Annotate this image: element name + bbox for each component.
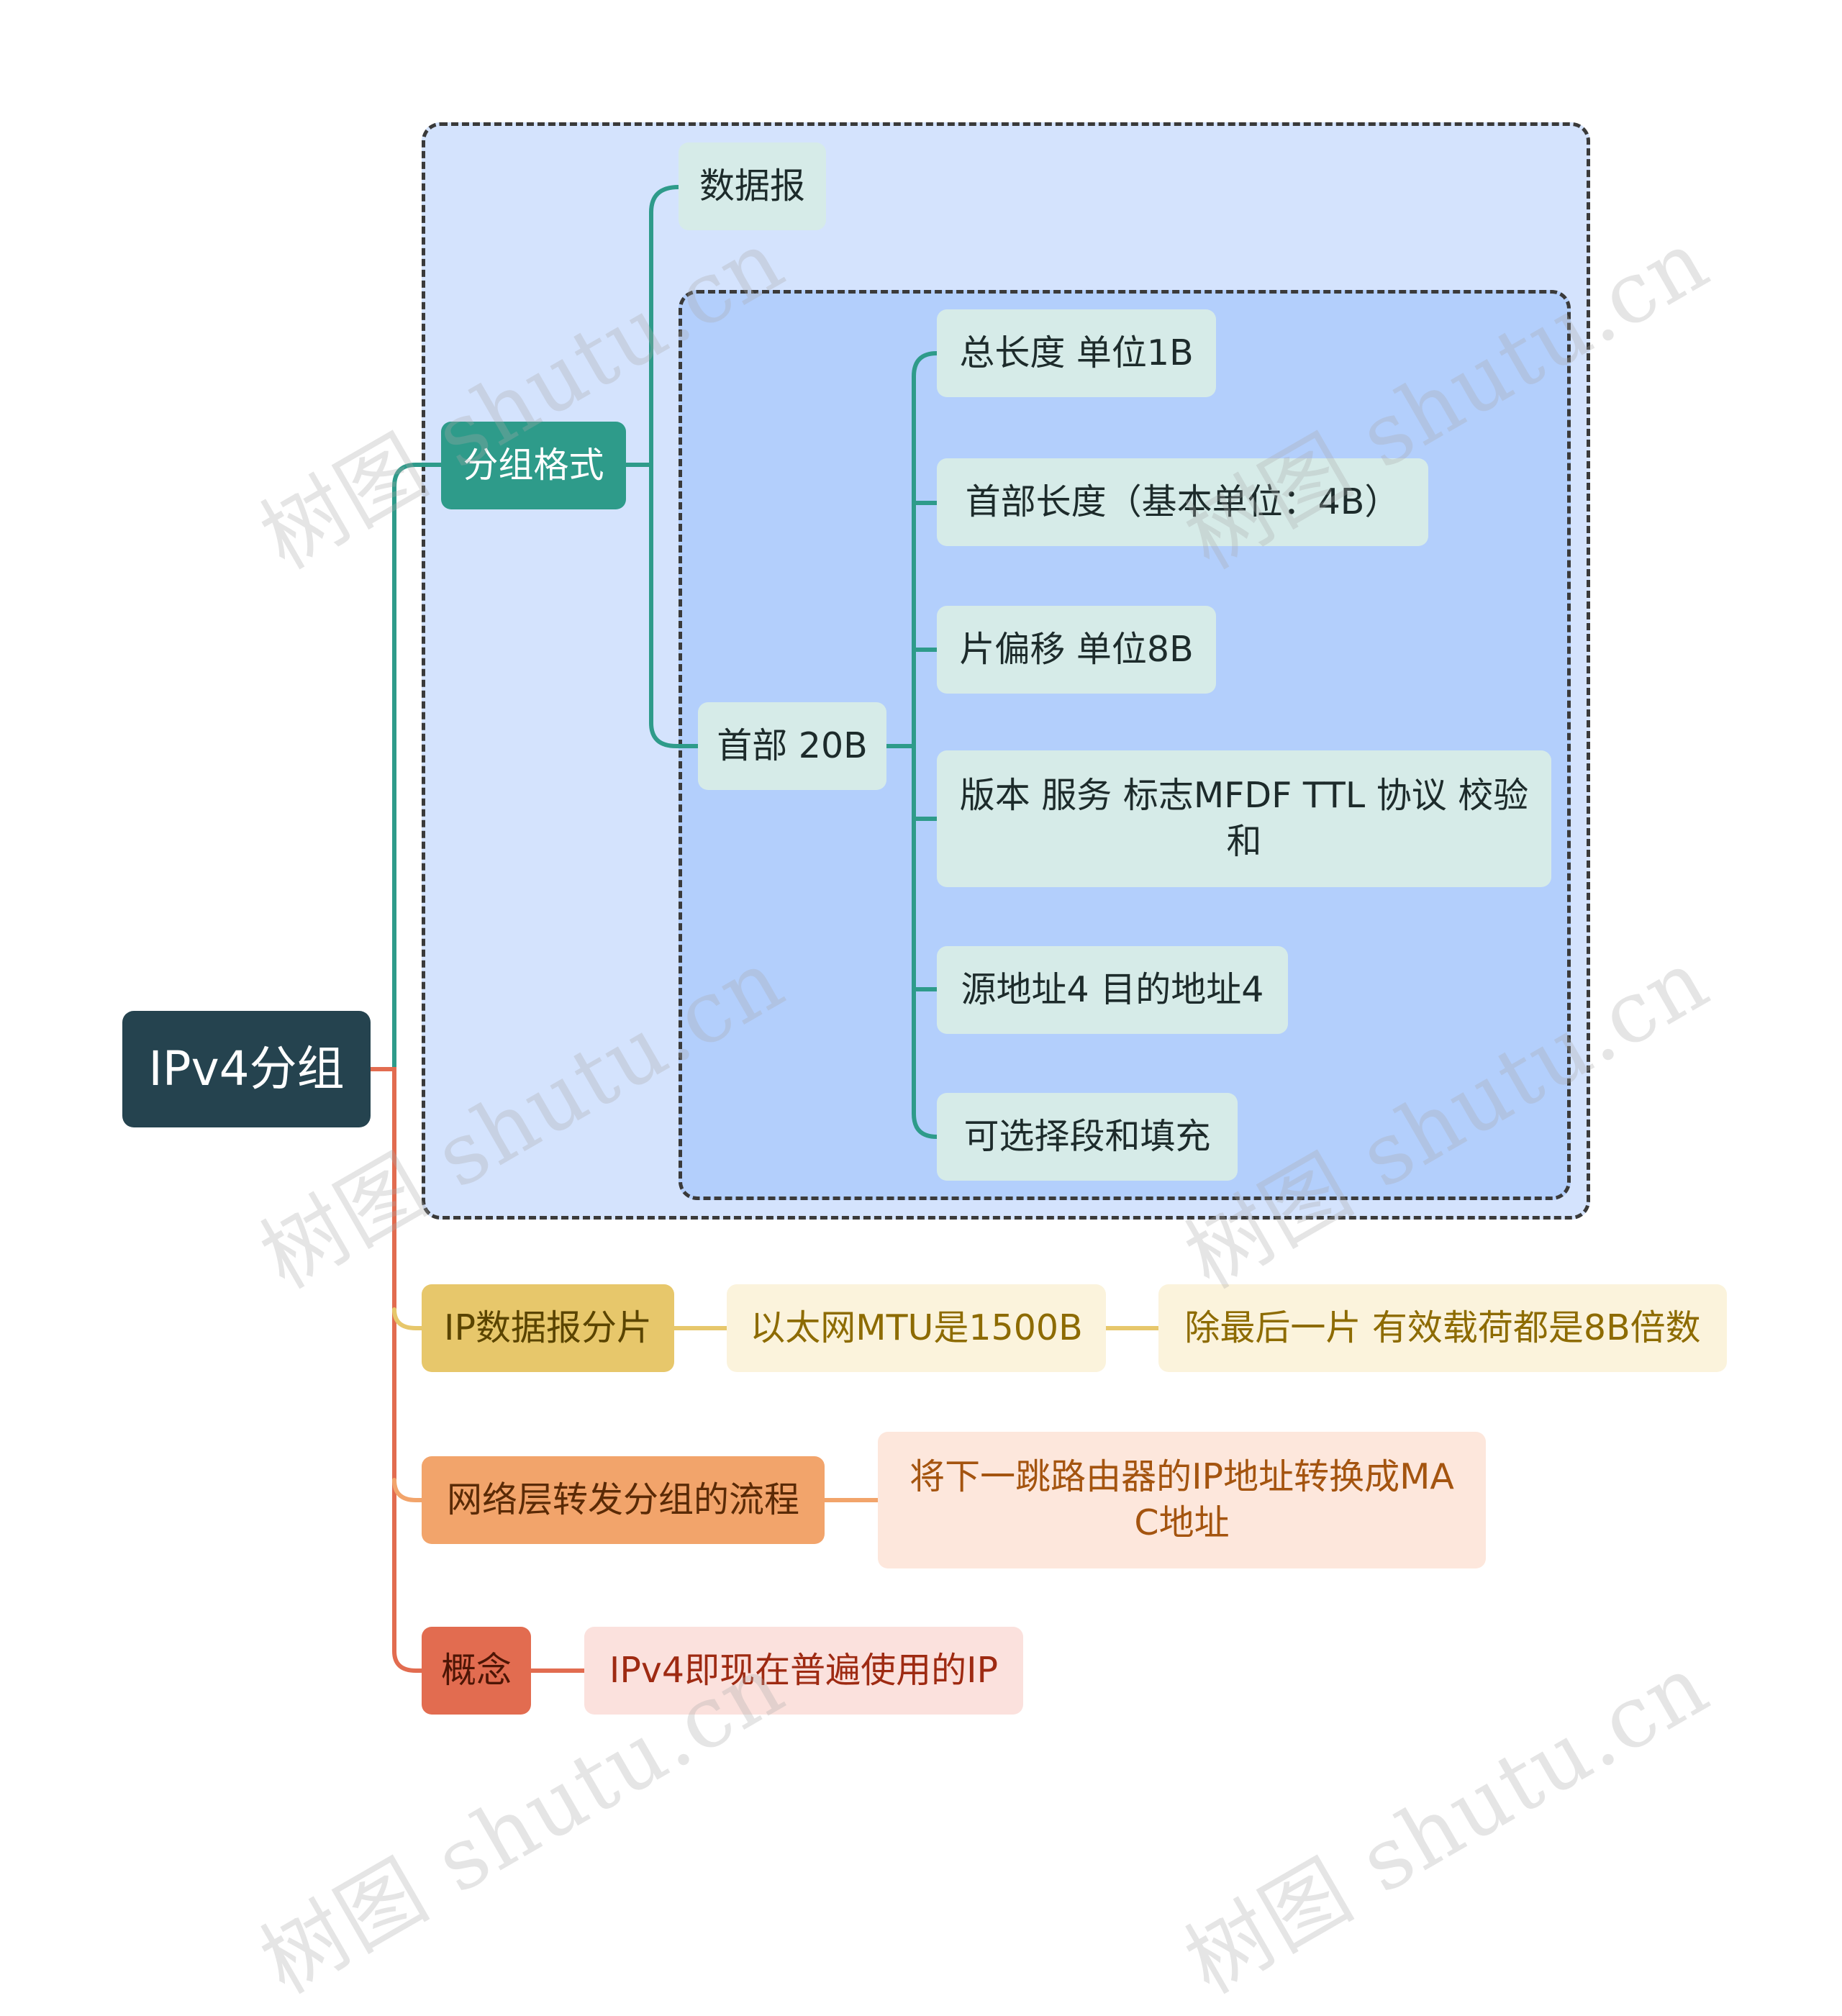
mtu-label: 以太网MTU是1500B <box>750 1307 1083 1349</box>
concept-label: 概念 <box>441 1650 512 1692</box>
concept-detail-label: IPv4即现在普遍使用的IP <box>609 1650 999 1692</box>
concept-detail-node[interactable]: IPv4即现在普遍使用的IP <box>584 1627 1023 1715</box>
connector-lines <box>368 185 1161 1673</box>
header-field-options[interactable]: 可选择段和填充 <box>937 1093 1238 1181</box>
payload-label: 除最后一片 有效载荷都是8B倍数 <box>1184 1307 1701 1349</box>
header-field-label: 可选择段和填充 <box>963 1116 1211 1158</box>
forward-detail-label: 将下一跳路由器的IP地址转换成MAC地址 <box>909 1456 1454 1543</box>
format-label: 分组格式 <box>463 445 604 486</box>
forward-label: 网络层转发分组的流程 <box>446 1479 799 1521</box>
header-field-label: 版本 服务 标志MFDF TTL 协议 校验和 <box>959 775 1529 862</box>
concept-node[interactable]: 概念 <box>422 1627 531 1715</box>
header-field-label: 源地址4 目的地址4 <box>961 969 1264 1011</box>
mtu-node[interactable]: 以太网MTU是1500B <box>727 1284 1106 1372</box>
header-field-addresses[interactable]: 源地址4 目的地址4 <box>937 946 1288 1034</box>
header-field-header-length[interactable]: 首部长度（基本单位：4B） <box>937 458 1428 546</box>
header-field-misc[interactable]: 版本 服务 标志MFDF TTL 协议 校验和 <box>937 750 1551 887</box>
header-field-total-length[interactable]: 总长度 单位1B <box>937 309 1216 397</box>
header-field-label: 首部长度（基本单位：4B） <box>965 481 1400 523</box>
format-node[interactable]: 分组格式 <box>441 422 626 509</box>
datagram-node[interactable]: 数据报 <box>679 142 826 230</box>
fragment-label: IP数据报分片 <box>444 1307 652 1349</box>
root-node[interactable]: IPv4分组 <box>122 1011 371 1127</box>
header-label: 首部 20B <box>717 725 868 767</box>
forward-node[interactable]: 网络层转发分组的流程 <box>422 1456 825 1544</box>
forward-detail-node[interactable]: 将下一跳路由器的IP地址转换成MAC地址 <box>878 1432 1486 1568</box>
payload-node[interactable]: 除最后一片 有效载荷都是8B倍数 <box>1158 1284 1727 1372</box>
datagram-label: 数据报 <box>699 165 805 207</box>
header-node[interactable]: 首部 20B <box>698 702 886 790</box>
header-field-fragment-offset[interactable]: 片偏移 单位8B <box>937 606 1216 694</box>
fragment-node[interactable]: IP数据报分片 <box>422 1284 674 1372</box>
header-field-label: 总长度 单位1B <box>959 332 1194 374</box>
header-field-label: 片偏移 单位8B <box>959 629 1194 671</box>
root-label: IPv4分组 <box>148 1041 345 1097</box>
